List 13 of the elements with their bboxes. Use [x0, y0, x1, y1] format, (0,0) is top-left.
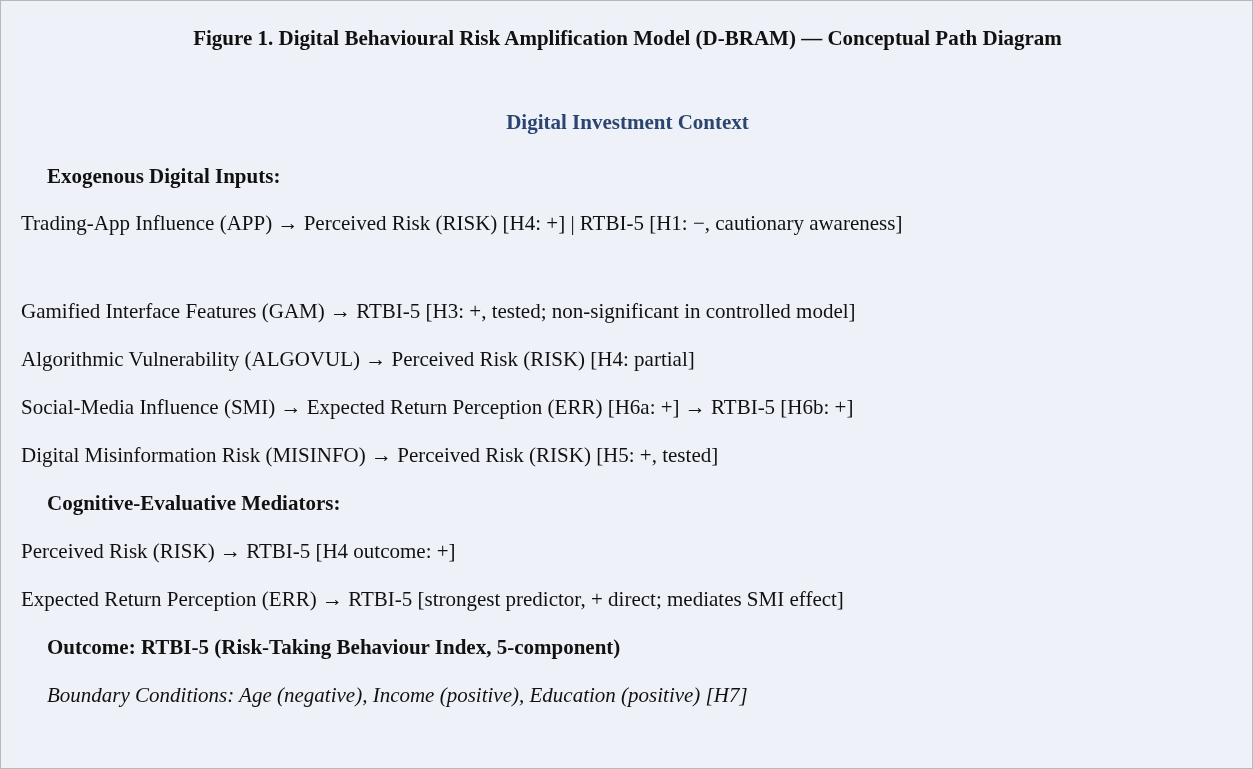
path-text: Social-Media Influence (SMI) → Expected Return Perception (ERR) [H6a: +] → RTBI-5 [H6b: +] — [21, 394, 854, 420]
section-heading: Cognitive-Evaluative Mediators: — [47, 490, 341, 516]
section-title: Digital Investment Context — [505, 109, 750, 135]
path-text: Trading-App Influence (APP) → Perceived Risk (RISK) [H4: +] | RTBI-5 [H1: −, cautionary awareness] — [21, 210, 903, 236]
path-text: Algorithmic Vulnerability (ALGOVUL) → Perceived Risk (RISK) [H4: partial] — [21, 346, 695, 372]
section-heading: Exogenous Digital Inputs: — [47, 163, 281, 189]
section-heading: Outcome: RTBI-5 (Risk-Taking Behaviour Index, 5-component) — [47, 634, 621, 660]
path-text: Expected Return Perception (ERR) → RTBI-5 [strongest predictor, + direct; mediates SMI effect] — [21, 586, 844, 612]
path-text: Digital Misinformation Risk (MISINFO) → Perceived Risk (RISK) [H5: +, tested] — [21, 442, 719, 468]
path-text: Perceived Risk (RISK) → RTBI-5 [H4 outcome: +] — [21, 538, 456, 564]
path-text: Gamified Interface Features (GAM) → RTBI-5 [H3: +, tested; non-significant in controlled model] — [21, 298, 856, 324]
figure-title: Figure 1. Digital Behavioural Risk Amplification Model (D-BRAM) — Conceptual Path Diagram — [192, 25, 1063, 52]
note-text: Boundary Conditions: Age (negative), Income (positive), Education (positive) [H7] — [47, 682, 748, 708]
